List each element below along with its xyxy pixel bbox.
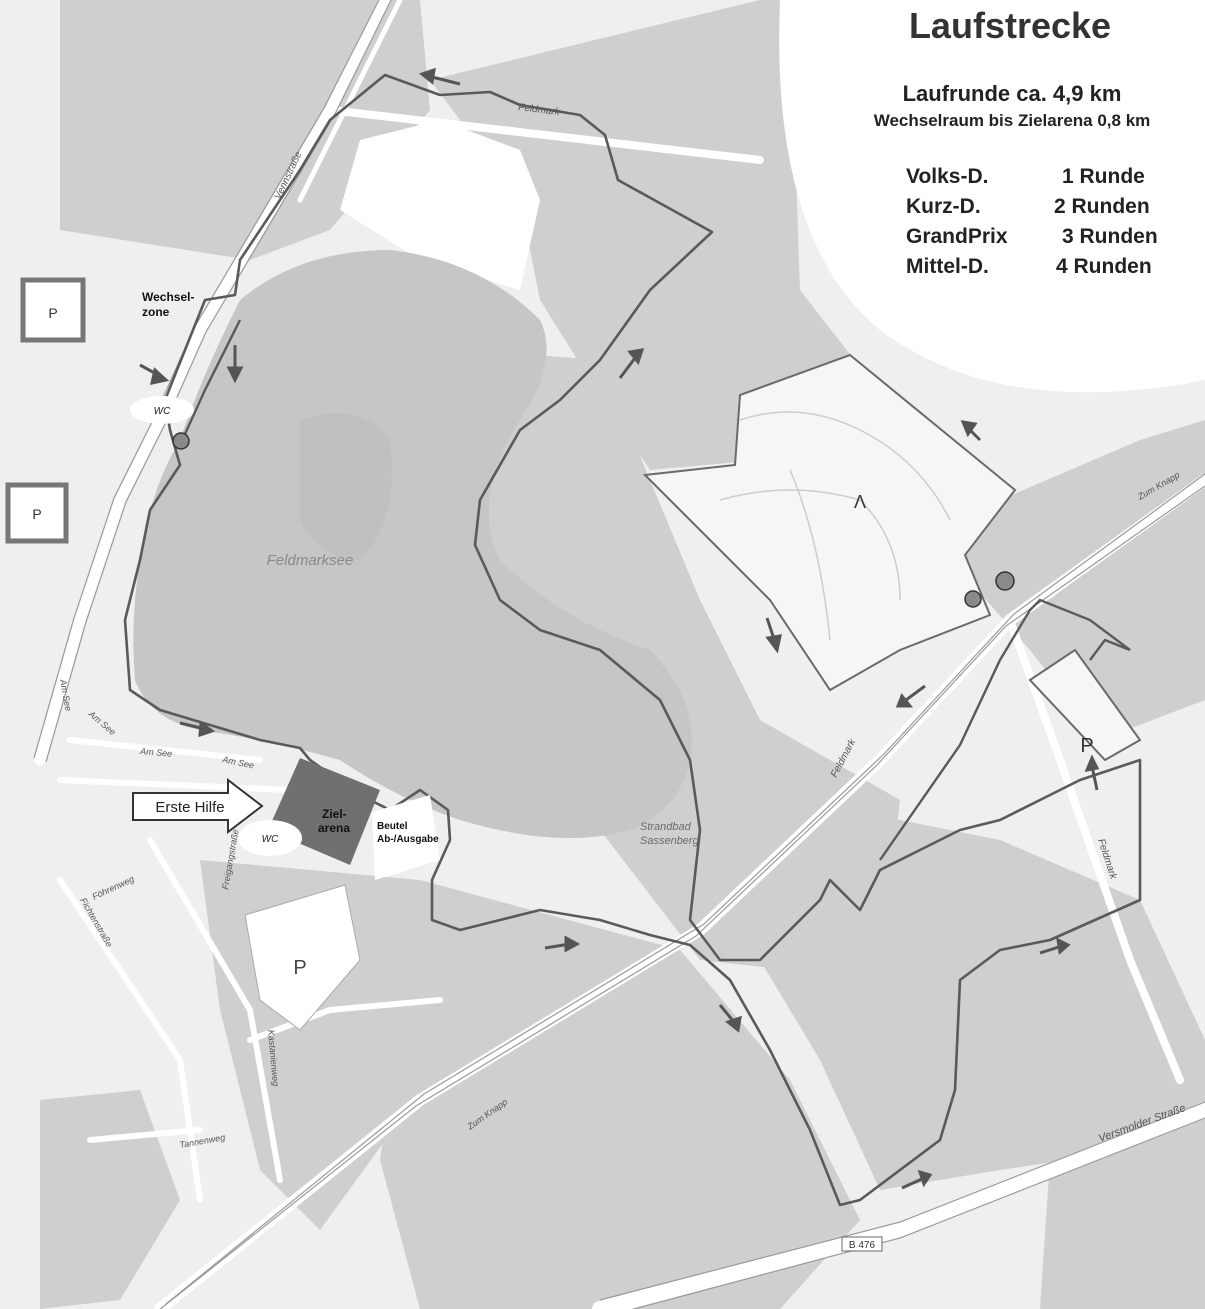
- direction-arrows: [139, 67, 1100, 1190]
- page-title: Laufstrecke: [909, 5, 1111, 46]
- finish-label: Ziel-: [322, 807, 347, 821]
- wc-label: WC: [262, 834, 279, 845]
- transition-label: Wechsel-: [142, 290, 194, 304]
- arrow-icon: [901, 1169, 933, 1190]
- camping-area: [642, 353, 1017, 692]
- distance-name: GrandPrix: [906, 225, 1008, 248]
- bag-label: Beutel: [377, 821, 408, 832]
- lake: [133, 250, 692, 838]
- route-east-loop: [879, 598, 1131, 861]
- distance-name: Volks-D.: [906, 165, 988, 188]
- transition-label: zone: [142, 305, 170, 319]
- finish-label: arena: [318, 821, 350, 835]
- arrow-icon: [765, 617, 782, 654]
- parking-east: [1028, 648, 1142, 762]
- beach-label: Strandbad: [640, 821, 692, 833]
- street-label: Am See: [139, 746, 173, 759]
- arrow-icon: [1084, 754, 1100, 791]
- arrow-icon: [226, 345, 244, 384]
- arrow-icon: [139, 363, 170, 385]
- route-transition-spur: [178, 319, 242, 446]
- distance-rounds: 4 Runden: [1056, 255, 1152, 278]
- wc-label: WC: [154, 406, 171, 417]
- title-panel: [779, 0, 1205, 393]
- beach-label: Sassenberg: [640, 835, 700, 847]
- distances-legend: Volks-D. 1 Runde Kurz-D. 2 Runden GrandP…: [906, 165, 1158, 278]
- aid-stations: [172, 432, 1015, 608]
- lake-island: [300, 413, 392, 560]
- distance-name: Mittel-D.: [906, 255, 989, 278]
- distance-rounds: 2 Runden: [1054, 195, 1150, 218]
- parking-label: P: [1080, 735, 1093, 757]
- arrow-icon: [960, 420, 982, 442]
- forest-areas: [40, 0, 1205, 1309]
- aid-station-marker: [172, 432, 190, 450]
- arrow-icon: [618, 348, 645, 379]
- first-aid-arrow: Erste Hilfe: [132, 777, 264, 835]
- transition-distance: Wechselraum bis Zielarena 0,8 km: [874, 111, 1151, 130]
- aid-station-marker: [964, 590, 982, 608]
- bag-label: Ab-/Ausgabe: [377, 834, 439, 845]
- street-label: Feldmark: [518, 102, 562, 118]
- lake-label: Feldmarksee: [267, 552, 354, 569]
- arrow-icon: [544, 935, 581, 953]
- parking-box-top: P: [20, 277, 86, 343]
- camping-paths: [719, 411, 951, 641]
- arrow-icon: [1039, 937, 1071, 955]
- arrow-icon: [895, 684, 926, 708]
- distance-name: Kurz-D.: [906, 195, 981, 218]
- arrow-icon: [718, 1004, 742, 1033]
- camping-icon: Λ: [854, 492, 866, 512]
- parking-box-bottom: P: [5, 482, 69, 544]
- road-shield-label: B 476: [849, 1240, 876, 1251]
- arrow-icon: [418, 67, 461, 86]
- parking-label: P: [293, 957, 306, 979]
- wc-oval: [238, 820, 302, 856]
- parking-label: P: [32, 506, 41, 522]
- first-aid-label: Erste Hilfe: [155, 799, 224, 816]
- road-shield: B 476: [841, 1236, 883, 1252]
- parking-label: P: [48, 305, 57, 321]
- meadow: [340, 120, 540, 290]
- arrow-icon: [179, 720, 216, 738]
- distance-rounds: 1 Runde: [1062, 165, 1145, 188]
- distance-rounds: 3 Runden: [1062, 225, 1158, 248]
- wc-oval: [130, 396, 194, 424]
- bag-area: [372, 795, 440, 880]
- lap-distance: Laufrunde ca. 4,9 km: [903, 81, 1122, 106]
- street-label: Kastanienweg: [266, 1029, 281, 1086]
- aid-station-marker: [995, 571, 1015, 591]
- parking-lot: [244, 884, 361, 1031]
